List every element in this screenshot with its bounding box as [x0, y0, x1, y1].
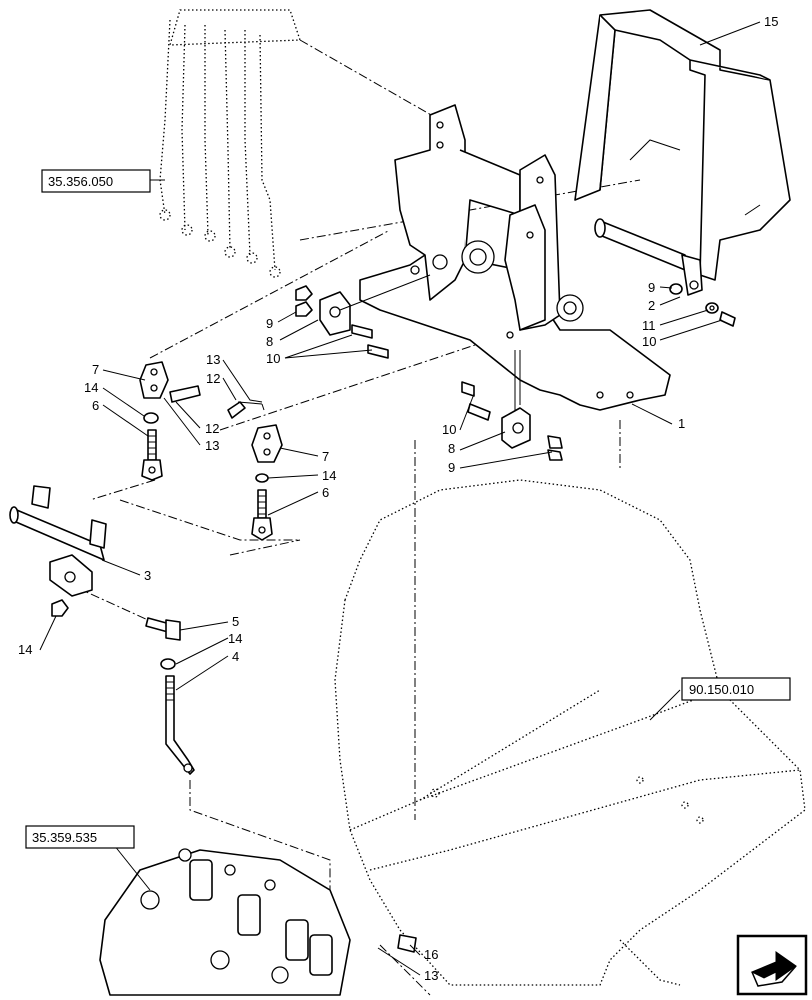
- callout-5: 5: [232, 614, 239, 629]
- svg-text:35.356.050: 35.356.050: [48, 174, 113, 189]
- reference-box-35-356-050[interactable]: 35.356.050: [41, 169, 151, 193]
- pivot-shaft: [594, 218, 703, 296]
- linkage-left: [139, 361, 201, 481]
- callout-8: 8: [448, 441, 455, 456]
- callout-14: 14: [18, 642, 32, 657]
- linkage-right: [251, 424, 283, 541]
- clamp-assembly-upper: [295, 274, 431, 359]
- floor-panel-ghost: [334, 479, 806, 986]
- callout-7: 7: [322, 449, 329, 464]
- cross-shaft-3: [9, 485, 107, 597]
- callout-14: 14: [228, 631, 242, 646]
- callout-15: 15: [764, 14, 778, 29]
- callout-12: 12: [206, 371, 220, 386]
- clamp-assembly-lower: [461, 350, 563, 461]
- callout-9: 9: [266, 316, 273, 331]
- callout-2: 2: [648, 298, 655, 313]
- callout-10: 10: [642, 334, 656, 349]
- console-cover-15: [574, 9, 791, 281]
- callout-7: 7: [92, 362, 99, 377]
- callout-6: 6: [322, 485, 329, 500]
- callout-4: 4: [232, 649, 239, 664]
- callout-10: 10: [266, 351, 280, 366]
- callout-13: 13: [424, 968, 438, 983]
- callout-12: 12: [205, 421, 219, 436]
- control-rods-group: [159, 9, 301, 278]
- control-valve-ghost: [99, 848, 417, 996]
- callout-13: 13: [206, 352, 220, 367]
- callout-9: 9: [448, 460, 455, 475]
- callout-16: 16: [424, 947, 438, 962]
- next-page-arrow-icon[interactable]: [736, 934, 808, 996]
- reference-box-90-150-010[interactable]: 90.150.010: [681, 677, 791, 701]
- fasteners-right: [669, 283, 736, 327]
- callout-13: 13: [205, 438, 219, 453]
- reference-box-35-359-535[interactable]: 35.359.535: [25, 825, 135, 849]
- callout-1: 1: [678, 416, 685, 431]
- svg-text:35.359.535: 35.359.535: [32, 830, 97, 845]
- callout-10: 10: [442, 422, 456, 437]
- callout-14: 14: [84, 380, 98, 395]
- pins-and-clips: [227, 401, 265, 419]
- callout-3: 3: [144, 568, 151, 583]
- svg-text:90.150.010: 90.150.010: [689, 682, 754, 697]
- callout-9: 9: [648, 280, 655, 295]
- lower-linkage: [51, 599, 195, 775]
- callout-8: 8: [266, 334, 273, 349]
- callout-14: 14: [322, 468, 336, 483]
- mounting-bracket-1: [359, 104, 671, 411]
- callout-6: 6: [92, 398, 99, 413]
- callout-11: 11: [642, 318, 656, 333]
- leader-lines: [39, 21, 761, 976]
- callout-labels: 15 9 2 11 10 9 8 10 7 14 6 13 12 12 13 7…: [18, 14, 778, 983]
